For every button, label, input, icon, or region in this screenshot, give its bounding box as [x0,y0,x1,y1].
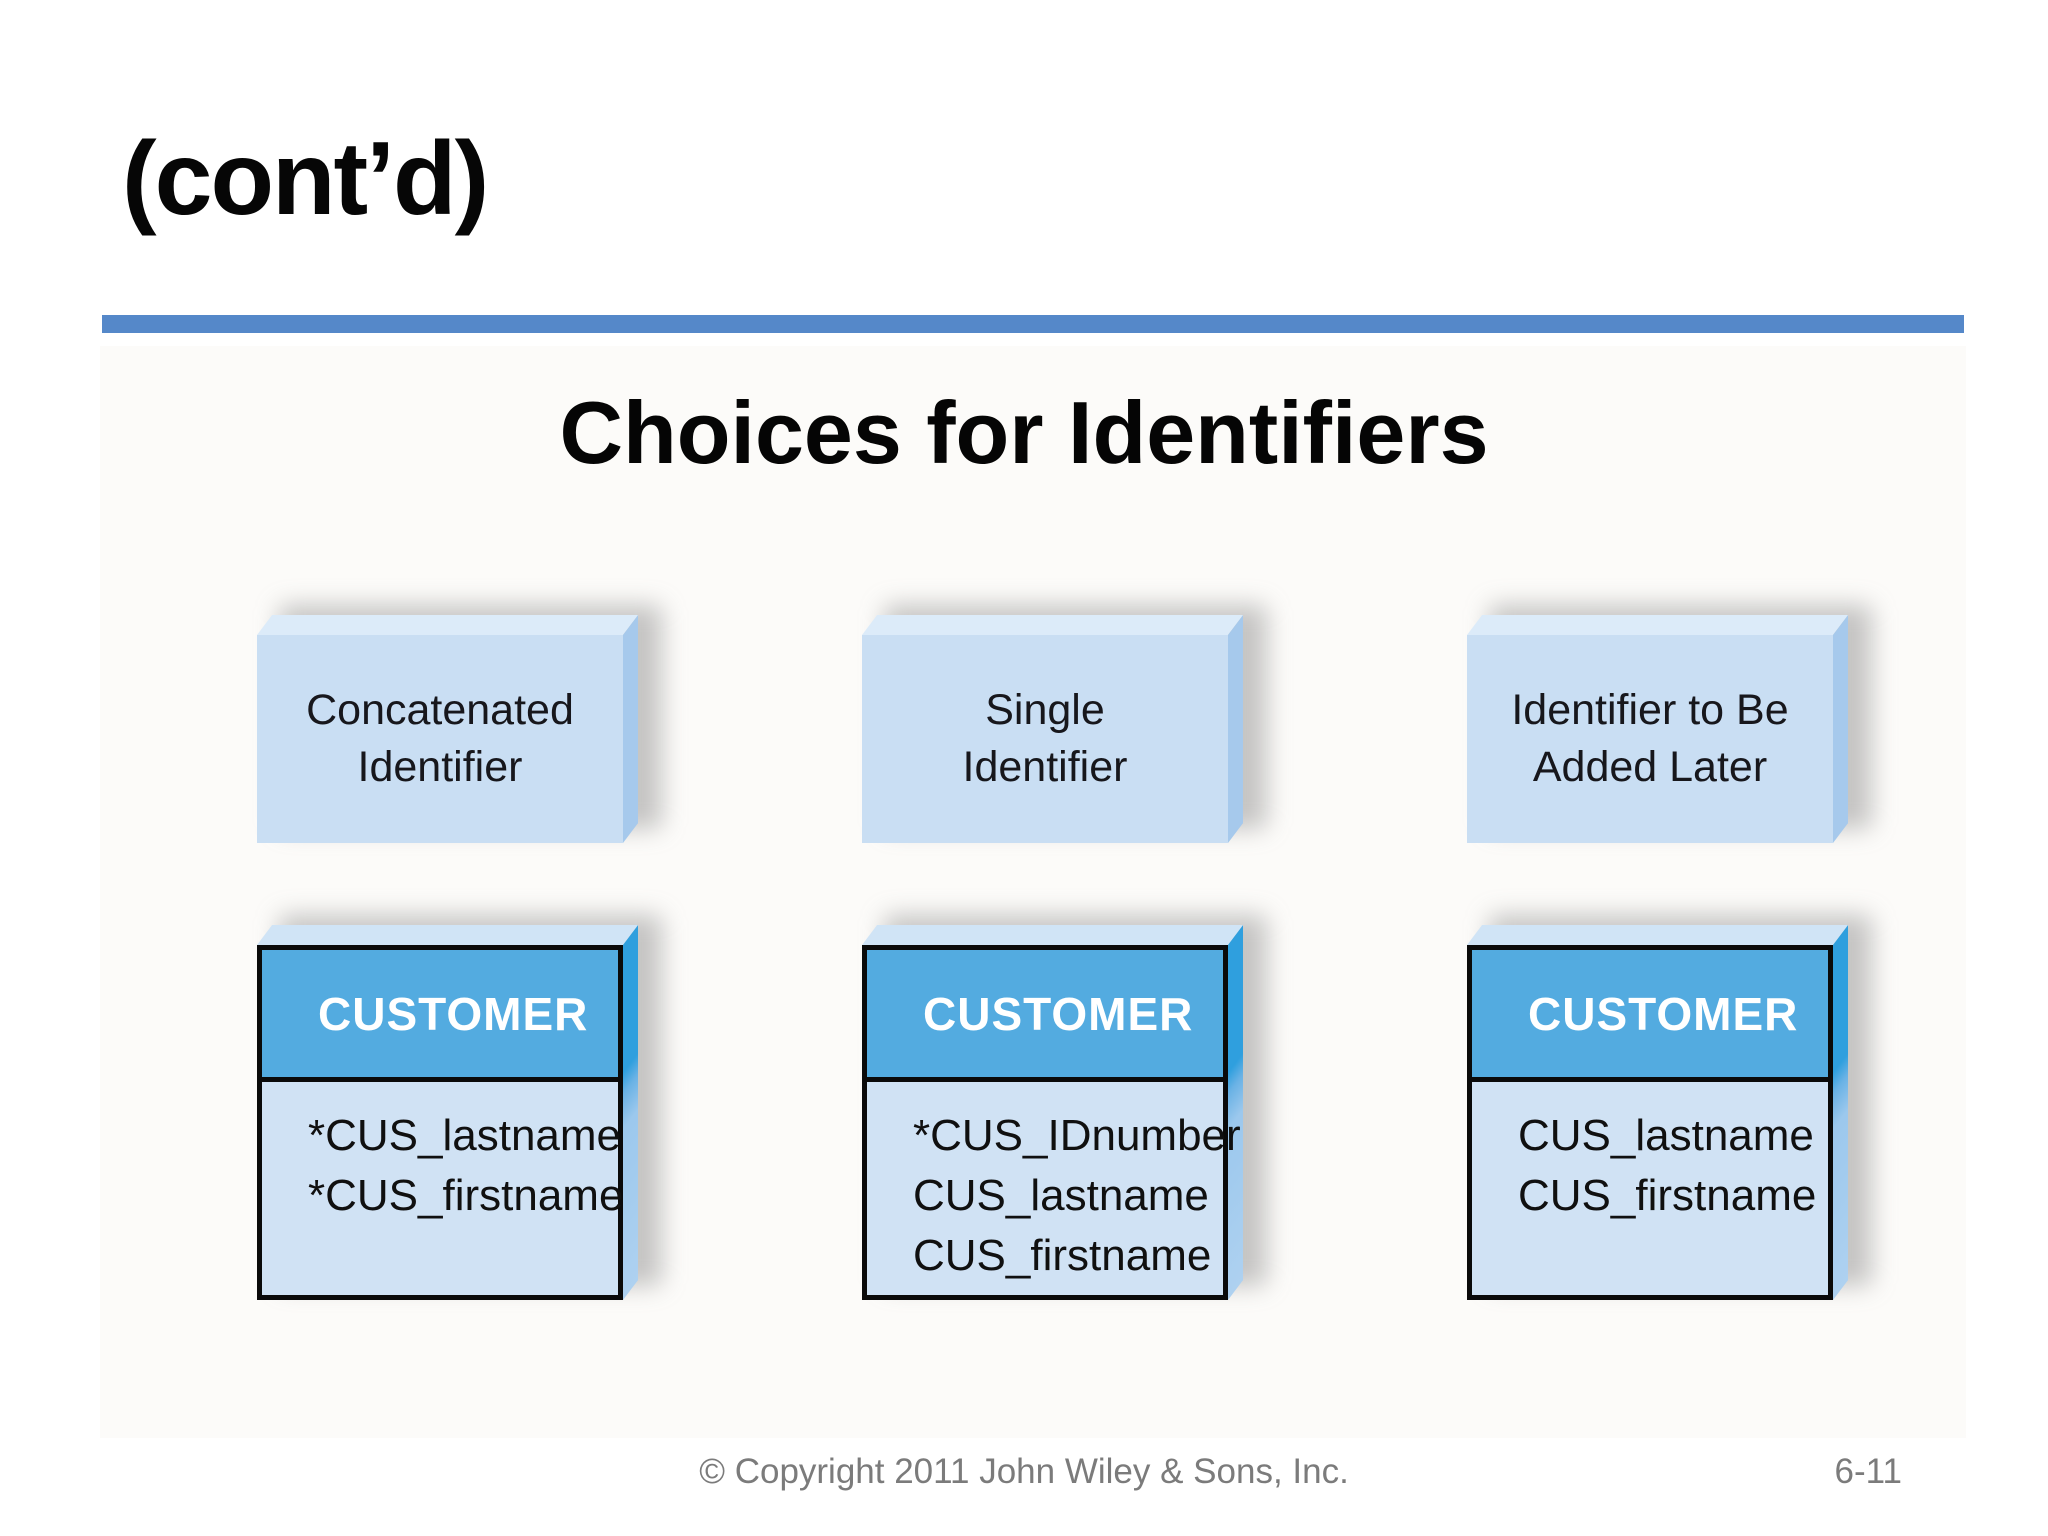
identifier-option-column: Single Identifier CUSTOMER *CUS_IDnumber… [862,605,1267,1300]
label-box-face: Concatenated Identifier [257,635,623,843]
entity-name: CUSTOMER [1528,987,1799,1040]
attribute-row: CUS_lastname [1518,1111,1814,1160]
label-line: Identifier [357,743,523,791]
attribute-row: *CUS_lastname [308,1111,622,1160]
box-right-face [623,615,638,843]
entity-box: CUSTOMER *CUS_IDnumber CUS_lastname CUS_… [862,915,1267,1300]
entity-header: CUSTOMER [1472,950,1828,1082]
entity-name: CUSTOMER [923,987,1194,1040]
entity-table: CUSTOMER *CUS_IDnumber CUS_lastname CUS_… [862,945,1241,1300]
box-right-face [1833,615,1848,843]
entity-body: *CUS_IDnumber CUS_lastname CUS_firstname [867,1082,1241,1295]
box-right-face [1833,925,1848,1300]
box-right-face [623,925,638,1300]
slide-title: (cont’d) [122,121,489,237]
label-box: Concatenated Identifier [257,605,662,843]
attribute-row: CUS_lastname [913,1171,1209,1220]
attribute-row: *CUS_firstname [308,1171,624,1220]
box-top-face [257,615,639,635]
entity-header: CUSTOMER [867,950,1223,1082]
attribute-row: CUS_firstname [1518,1171,1817,1220]
label-box-face: Identifier to Be Added Later [1467,635,1833,843]
copyright-notice: © Copyright 2011 John Wiley & Sons, Inc. [699,1452,1349,1491]
entity-body: *CUS_lastname *CUS_firstname [262,1082,624,1295]
box-right-face [1228,615,1243,843]
entity-box: CUSTOMER *CUS_lastname *CUS_firstname [257,915,662,1300]
entity-box: CUSTOMER CUS_lastname CUS_firstname [1467,915,1872,1300]
attribute-row: CUS_firstname [913,1231,1212,1280]
attribute-row: *CUS_IDnumber [913,1111,1241,1160]
label-line: Single [985,686,1105,734]
title-divider-rule [102,315,1964,333]
box-top-face [862,615,1244,635]
label-line: Added Later [1532,743,1768,791]
box-top-face [1467,925,1849,945]
entity-header: CUSTOMER [262,950,618,1082]
label-line: Identifier [962,743,1128,791]
box-top-face [862,925,1244,945]
entity-table: CUSTOMER CUS_lastname CUS_firstname [1467,945,1833,1300]
box-top-face [257,925,639,945]
slide-page-number: 6-11 [1834,1452,1902,1491]
entity-name: CUSTOMER [318,987,589,1040]
identifier-option-column: Identifier to Be Added Later CUSTOMER CU… [1467,605,1872,1300]
box-top-face [1467,615,1849,635]
label-line: Concatenated [306,686,574,734]
entity-table: CUSTOMER *CUS_lastname *CUS_firstname [257,945,623,1300]
label-box-face: Single Identifier [862,635,1228,843]
label-box: Single Identifier [862,605,1267,843]
figure-heading: Choices for Identifiers [559,383,1489,482]
label-line: Identifier to Be [1511,686,1789,734]
entity-body: CUS_lastname CUS_firstname [1472,1082,1828,1295]
identifier-option-column: Concatenated Identifier CUSTOMER *CUS_la… [257,605,662,1300]
label-box: Identifier to Be Added Later [1467,605,1872,843]
